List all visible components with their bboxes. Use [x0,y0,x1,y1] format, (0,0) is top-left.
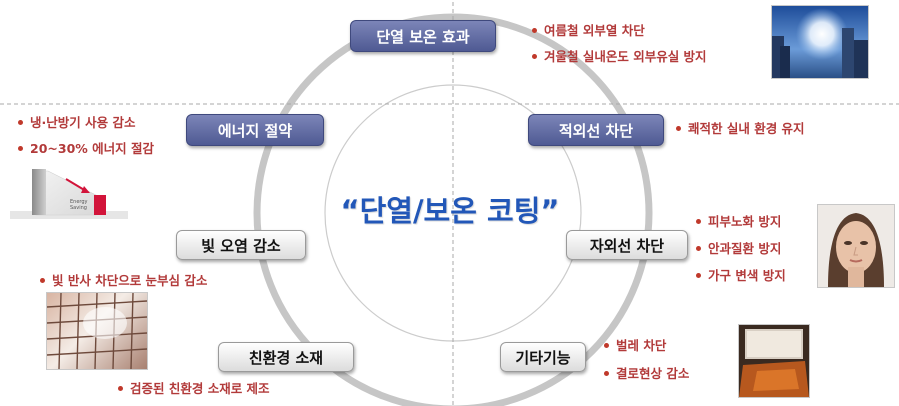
list-item: 검증된 친환경 소재로 제조 [118,378,270,400]
node-insulation-effect: 단열 보온 효과 [350,20,496,52]
bullets-insulation: 여름철 외부열 차단 겨울철 실내온도 외부유실 방지 [532,18,707,70]
list-item: 냉·난방기 사용 감소 [18,110,154,136]
list-item: 쾌적한 실내 환경 유지 [676,118,805,140]
window-icon [739,329,809,397]
face-icon [828,213,884,287]
list-item: 안과질환 방지 [696,235,786,262]
list-item: 빛 반사 차단으로 눈부심 감소 [40,270,207,292]
list-item: 피부노화 방지 [696,208,786,235]
saving-label: Saving [70,205,87,211]
building-glass-photo [46,292,148,370]
sky-sun-photo [771,5,869,79]
node-energy-saving: 에너지 절약 [186,114,324,146]
bullets-infrared: 쾌적한 실내 환경 유지 [676,118,805,140]
energy-label: Energy [70,199,88,205]
node-uv-block: 자외선 차단 [566,230,688,260]
energy-saving-icon: Energy Saving [10,165,128,221]
sun-icon [772,8,868,78]
list-item: 겨울철 실내온도 외부유실 방지 [532,44,707,70]
list-item: 벌레 차단 [604,332,689,360]
list-item: 가구 변색 방지 [696,262,786,289]
list-item: 결로현상 감소 [604,360,689,388]
bullets-light: 빛 반사 차단으로 눈부심 감소 [40,270,207,292]
node-infrared-block: 적외선 차단 [528,114,664,146]
list-item: 20~30% 에너지 절감 [18,136,154,162]
face-photo [817,204,895,288]
building-glass-icon [47,293,147,369]
list-item: 여름철 외부열 차단 [532,18,707,44]
bullets-other: 벌레 차단 결로현상 감소 [604,332,689,388]
bullets-eco: 검증된 친환경 소재로 제조 [118,378,270,400]
node-eco-material: 친환경 소재 [218,342,354,372]
node-other-functions: 기타기능 [500,342,586,372]
node-light-pollution: 빛 오염 감소 [176,230,306,260]
center-title: “단열/보온 코팅” [340,194,560,228]
window-photo [738,324,810,398]
bullets-uv: 피부노화 방지 안과질환 방지 가구 변색 방지 [696,208,786,289]
bullets-energy: 냉·난방기 사용 감소 20~30% 에너지 절감 [18,110,154,162]
